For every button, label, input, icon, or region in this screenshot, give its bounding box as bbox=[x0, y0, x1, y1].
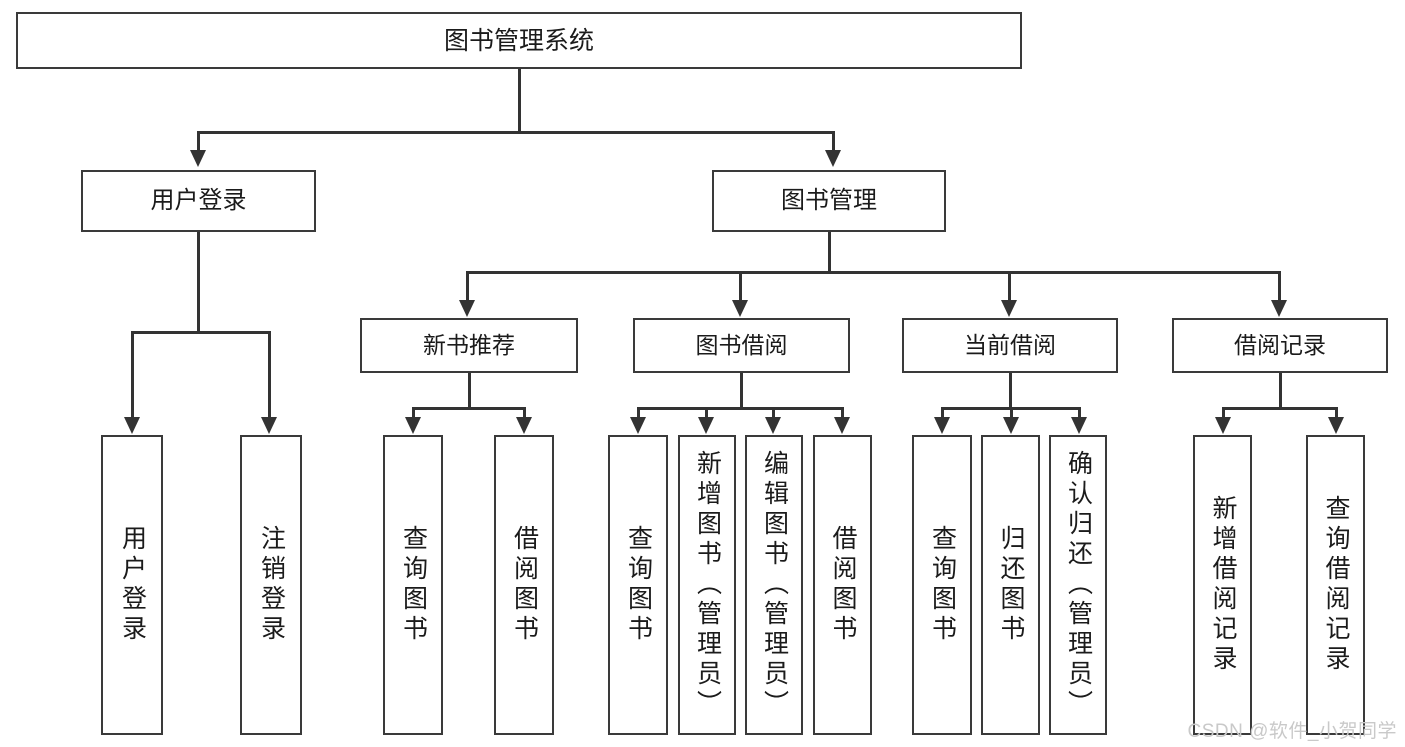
arrowhead-borrow-record-leaf-2 bbox=[1328, 417, 1344, 434]
node-label: 图书借阅 bbox=[695, 331, 788, 358]
node-label: 确认归还（管理员） bbox=[1064, 450, 1093, 720]
arrowhead-book-borrow-leaf-1 bbox=[630, 417, 646, 434]
connector-book-borrow-drop-1 bbox=[637, 407, 640, 418]
connector-level3-drop-3 bbox=[1008, 271, 1011, 301]
arrowhead-book-borrow-leaf-4 bbox=[834, 417, 850, 434]
node-root-system[interactable]: 图书管理系统 bbox=[16, 12, 1022, 69]
node-borrow-record[interactable]: 借阅记录 bbox=[1172, 318, 1388, 373]
node-label: 新增借阅记录 bbox=[1209, 495, 1237, 675]
leaf-borrow-book[interactable]: 借阅图书 bbox=[813, 435, 872, 735]
node-book-manage[interactable]: 图书管理 bbox=[712, 170, 946, 232]
arrowhead-current-borrow-leaf-1 bbox=[934, 417, 950, 434]
node-book-borrow[interactable]: 图书借阅 bbox=[633, 318, 850, 373]
arrowhead-to-user-login bbox=[190, 150, 206, 167]
arrowhead-new-book-leaf-1 bbox=[405, 417, 421, 434]
arrowhead-current-borrow-leaf-2 bbox=[1003, 417, 1019, 434]
node-label: 编辑图书（管理员） bbox=[760, 450, 789, 720]
connector-current-borrow-drop-2 bbox=[1010, 407, 1013, 418]
connector-user-login-drop-1 bbox=[131, 331, 134, 418]
connector-current-borrow-drop-1 bbox=[941, 407, 944, 418]
connector-book-borrow-drop-3 bbox=[772, 407, 775, 418]
node-label: 图书管理系统 bbox=[443, 26, 594, 55]
arrowhead-user-login-leaf-1 bbox=[124, 417, 140, 434]
connector-new-book-drop-2 bbox=[523, 407, 526, 418]
leaf-confirm-return-admin[interactable]: 确认归还（管理员） bbox=[1049, 435, 1107, 735]
connector-book-borrow-drop-2 bbox=[705, 407, 708, 418]
leaf-query-book-recommend[interactable]: 查询图书 bbox=[383, 435, 443, 735]
node-new-book-recommend[interactable]: 新书推荐 bbox=[360, 318, 578, 373]
leaf-add-book-admin[interactable]: 新增图书（管理员） bbox=[678, 435, 736, 735]
leaf-add-borrow-record[interactable]: 新增借阅记录 bbox=[1193, 435, 1252, 735]
node-label: 新书推荐 bbox=[423, 331, 515, 358]
connector-borrow-record-drop-2 bbox=[1335, 407, 1338, 418]
arrowhead-current-borrow-leaf-3 bbox=[1071, 417, 1087, 434]
node-user-login[interactable]: 用户登录 bbox=[81, 170, 316, 232]
arrowhead-book-borrow-leaf-3 bbox=[765, 417, 781, 434]
node-label: 查询图书 bbox=[624, 525, 653, 645]
node-label: 查询借阅记录 bbox=[1322, 495, 1350, 675]
connector-borrow-record-stem bbox=[1279, 373, 1282, 409]
arrowhead-to-current-borrow bbox=[1001, 300, 1017, 317]
connector-new-book-bar bbox=[412, 407, 525, 410]
connector-borrow-record-drop-1 bbox=[1222, 407, 1225, 418]
node-label: 用户登录 bbox=[118, 525, 147, 645]
connector-root-stem bbox=[518, 69, 521, 133]
node-label: 当前借阅 bbox=[964, 331, 1056, 358]
leaf-query-borrow-record[interactable]: 查询借阅记录 bbox=[1306, 435, 1365, 735]
arrowhead-to-new-book bbox=[459, 300, 475, 317]
connector-level3-drop-1 bbox=[466, 271, 469, 301]
connector-level3-drop-2 bbox=[739, 271, 742, 301]
arrowhead-to-book-manage bbox=[825, 150, 841, 167]
arrowhead-to-book-borrow bbox=[732, 300, 748, 317]
connector-book-borrow-stem bbox=[740, 373, 743, 409]
connector-book-manage-bar bbox=[466, 271, 1280, 274]
connector-book-borrow-drop-4 bbox=[841, 407, 844, 418]
leaf-edit-book-admin[interactable]: 编辑图书（管理员） bbox=[745, 435, 803, 735]
connector-user-login-bar bbox=[131, 331, 270, 334]
connector-borrow-record-bar bbox=[1222, 407, 1337, 410]
arrowhead-user-login-leaf-2 bbox=[261, 417, 277, 434]
connector-root-bar bbox=[197, 131, 834, 134]
connector-user-login-drop-2 bbox=[268, 331, 271, 418]
connector-root-drop-right bbox=[832, 131, 835, 151]
node-label: 借阅图书 bbox=[829, 525, 857, 645]
node-label: 查询图书 bbox=[399, 525, 428, 645]
leaf-user-login[interactable]: 用户登录 bbox=[101, 435, 163, 735]
node-label: 注销登录 bbox=[257, 525, 286, 645]
connector-book-borrow-bar bbox=[637, 407, 843, 410]
arrowhead-new-book-leaf-2 bbox=[516, 417, 532, 434]
node-current-borrow[interactable]: 当前借阅 bbox=[902, 318, 1118, 373]
leaf-borrow-book-recommend[interactable]: 借阅图书 bbox=[494, 435, 554, 735]
leaf-user-logout[interactable]: 注销登录 bbox=[240, 435, 302, 735]
connector-new-book-stem bbox=[468, 373, 471, 409]
connector-root-drop-left bbox=[197, 131, 200, 151]
leaf-return-book[interactable]: 归还图书 bbox=[981, 435, 1040, 735]
connector-user-login-stem bbox=[197, 232, 200, 333]
csdn-watermark: CSDN @软件_小贺同学 bbox=[1187, 721, 1397, 742]
connector-new-book-drop-1 bbox=[412, 407, 415, 418]
connector-book-manage-stem bbox=[828, 232, 831, 273]
node-label: 归还图书 bbox=[997, 525, 1025, 645]
connector-current-borrow-stem bbox=[1009, 373, 1012, 409]
arrowhead-book-borrow-leaf-2 bbox=[698, 417, 714, 434]
arrowhead-borrow-record-leaf-1 bbox=[1215, 417, 1231, 434]
connector-current-borrow-drop-3 bbox=[1078, 407, 1081, 418]
node-label: 借阅记录 bbox=[1234, 331, 1326, 358]
leaf-query-book-borrow[interactable]: 查询图书 bbox=[608, 435, 668, 735]
node-label: 图书管理 bbox=[781, 186, 877, 214]
node-label: 新增图书（管理员） bbox=[693, 450, 722, 720]
node-label: 用户登录 bbox=[150, 186, 247, 214]
arrowhead-to-borrow-record bbox=[1271, 300, 1287, 317]
node-label: 借阅图书 bbox=[510, 525, 539, 645]
connector-level3-drop-4 bbox=[1278, 271, 1281, 301]
leaf-query-book-current[interactable]: 查询图书 bbox=[912, 435, 972, 735]
node-label: 查询图书 bbox=[928, 525, 957, 645]
